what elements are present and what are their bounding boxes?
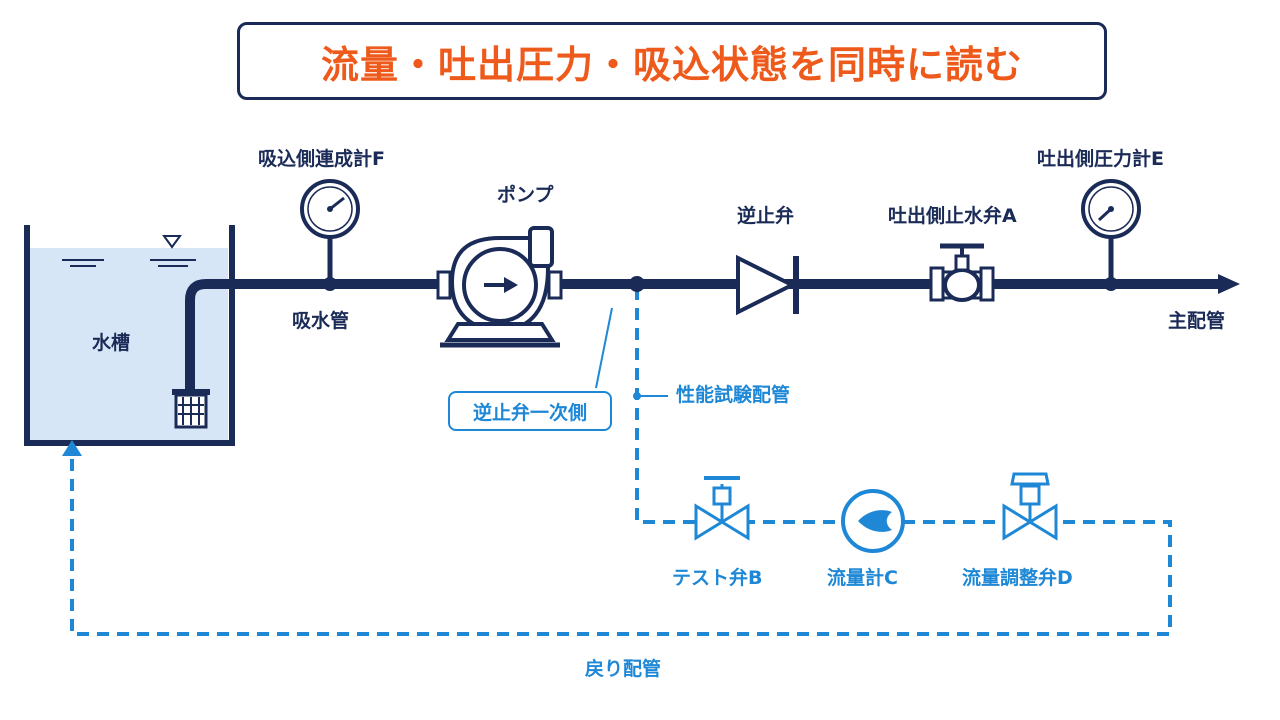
discharge-stop-valve-label: 吐出側止水弁A bbox=[888, 205, 1017, 227]
suction-pipe-label: 吸水管 bbox=[292, 310, 350, 332]
check-valve-primary-callout: 逆止弁一次側 bbox=[448, 391, 612, 431]
test-valve-label: テスト弁B bbox=[672, 567, 763, 589]
pump-icon bbox=[436, 226, 563, 348]
suction-gauge-label: 吸込側連成計F bbox=[258, 148, 385, 170]
discharge-pressure-gauge-icon bbox=[1081, 179, 1141, 291]
return-pipe-label: 戻り配管 bbox=[585, 658, 662, 680]
test-pipe-leader bbox=[633, 392, 668, 400]
check-valve-label: 逆止弁 bbox=[737, 205, 795, 227]
foot-valve-strainer-icon bbox=[172, 389, 210, 429]
suction-pipe-line bbox=[185, 279, 1222, 392]
return-pipe bbox=[62, 288, 1172, 636]
check-valve-icon bbox=[736, 254, 799, 316]
flow-control-valve-icon bbox=[1002, 472, 1058, 541]
water-level-mark bbox=[62, 235, 196, 267]
flow-control-valve-label: 流量調整弁D bbox=[962, 567, 1073, 589]
performance-test-pipe-label: 性能試験配管 bbox=[676, 384, 791, 406]
water-tank-label: 水槽 bbox=[92, 332, 131, 354]
gate-valve-icon bbox=[929, 243, 995, 302]
test-valve-icon bbox=[694, 476, 750, 541]
flow-meter-icon bbox=[841, 489, 905, 553]
page-title: 流量・吐出圧力・吸込状態を同時に読む bbox=[320, 42, 1023, 87]
callout-leader bbox=[595, 307, 613, 389]
flow-meter-label: 流量計C bbox=[827, 567, 898, 589]
main-pipe-label: 主配管 bbox=[1168, 310, 1226, 332]
return-arrow-icon bbox=[62, 440, 82, 456]
suction-compound-gauge-icon bbox=[300, 179, 360, 291]
title-box: 流量・吐出圧力・吸込状態を同時に読む bbox=[237, 22, 1107, 100]
discharge-gauge-label: 吐出側圧力計E bbox=[1037, 148, 1164, 170]
pump-label: ポンプ bbox=[497, 184, 554, 206]
main-pipe-arrow-icon bbox=[1218, 274, 1240, 294]
branch-junction bbox=[629, 276, 645, 292]
